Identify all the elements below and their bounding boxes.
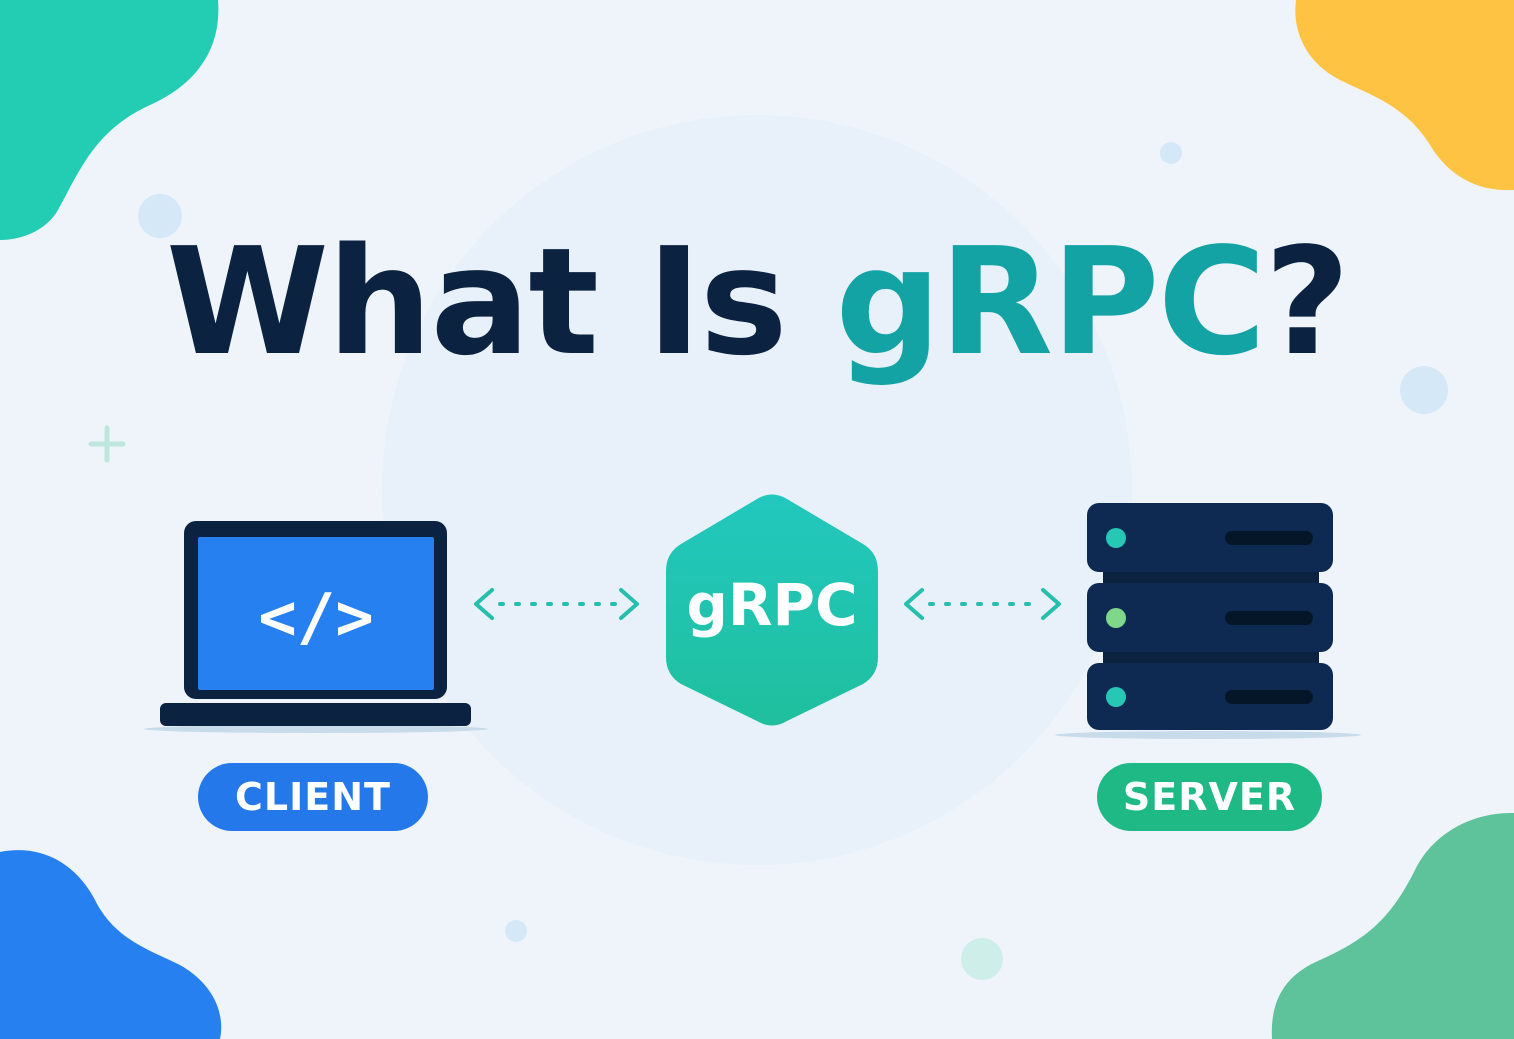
grpc-hexagon-label: gRPC: [686, 571, 858, 639]
grpc-hexagon-icon: [666, 494, 878, 726]
decor-dot: [505, 920, 527, 942]
rack-unit: [1087, 503, 1333, 572]
server-badge: SERVER: [1097, 763, 1322, 831]
decor-dot: [1160, 142, 1182, 164]
status-led: [1106, 608, 1126, 628]
laptop-shadow: [144, 725, 488, 733]
title-suffix: ?: [1264, 216, 1350, 388]
code-brackets-icon: </>: [258, 581, 374, 655]
title-accent: gRPC: [835, 216, 1266, 388]
corner-blob-bottom-left: [0, 850, 222, 1039]
bidirectional-arrow-client: [474, 588, 639, 620]
laptop-base: [160, 703, 471, 726]
page-title: What Is gRPC?: [0, 222, 1514, 382]
decor-dot: [1400, 366, 1448, 414]
grpc-hexagon: [666, 494, 878, 726]
decor-dot: [138, 194, 182, 238]
client-badge: CLIENT: [198, 763, 428, 831]
background-glow: [382, 115, 1132, 865]
drive-slot: [1225, 611, 1313, 625]
drive-slot: [1225, 690, 1313, 704]
status-led: [1106, 528, 1126, 548]
corner-blob-top-left: [0, 0, 219, 240]
bidirectional-arrow-server: [904, 588, 1061, 620]
plus-sparkle-icon: [88, 425, 126, 463]
decor-dot: [961, 938, 1003, 980]
corner-blob-top-right: [1295, 0, 1514, 191]
laptop-screen: [198, 537, 434, 690]
drive-slot: [1225, 531, 1313, 545]
status-led: [1106, 687, 1126, 707]
laptop-icon: [144, 521, 488, 733]
title-prefix: What Is: [165, 216, 836, 388]
server-shadow: [1055, 731, 1361, 739]
rack-unit: [1087, 663, 1333, 730]
server-rack-icon: [1055, 503, 1361, 739]
corner-blob-bottom-right: [1271, 812, 1514, 1039]
rack-unit: [1087, 583, 1333, 652]
